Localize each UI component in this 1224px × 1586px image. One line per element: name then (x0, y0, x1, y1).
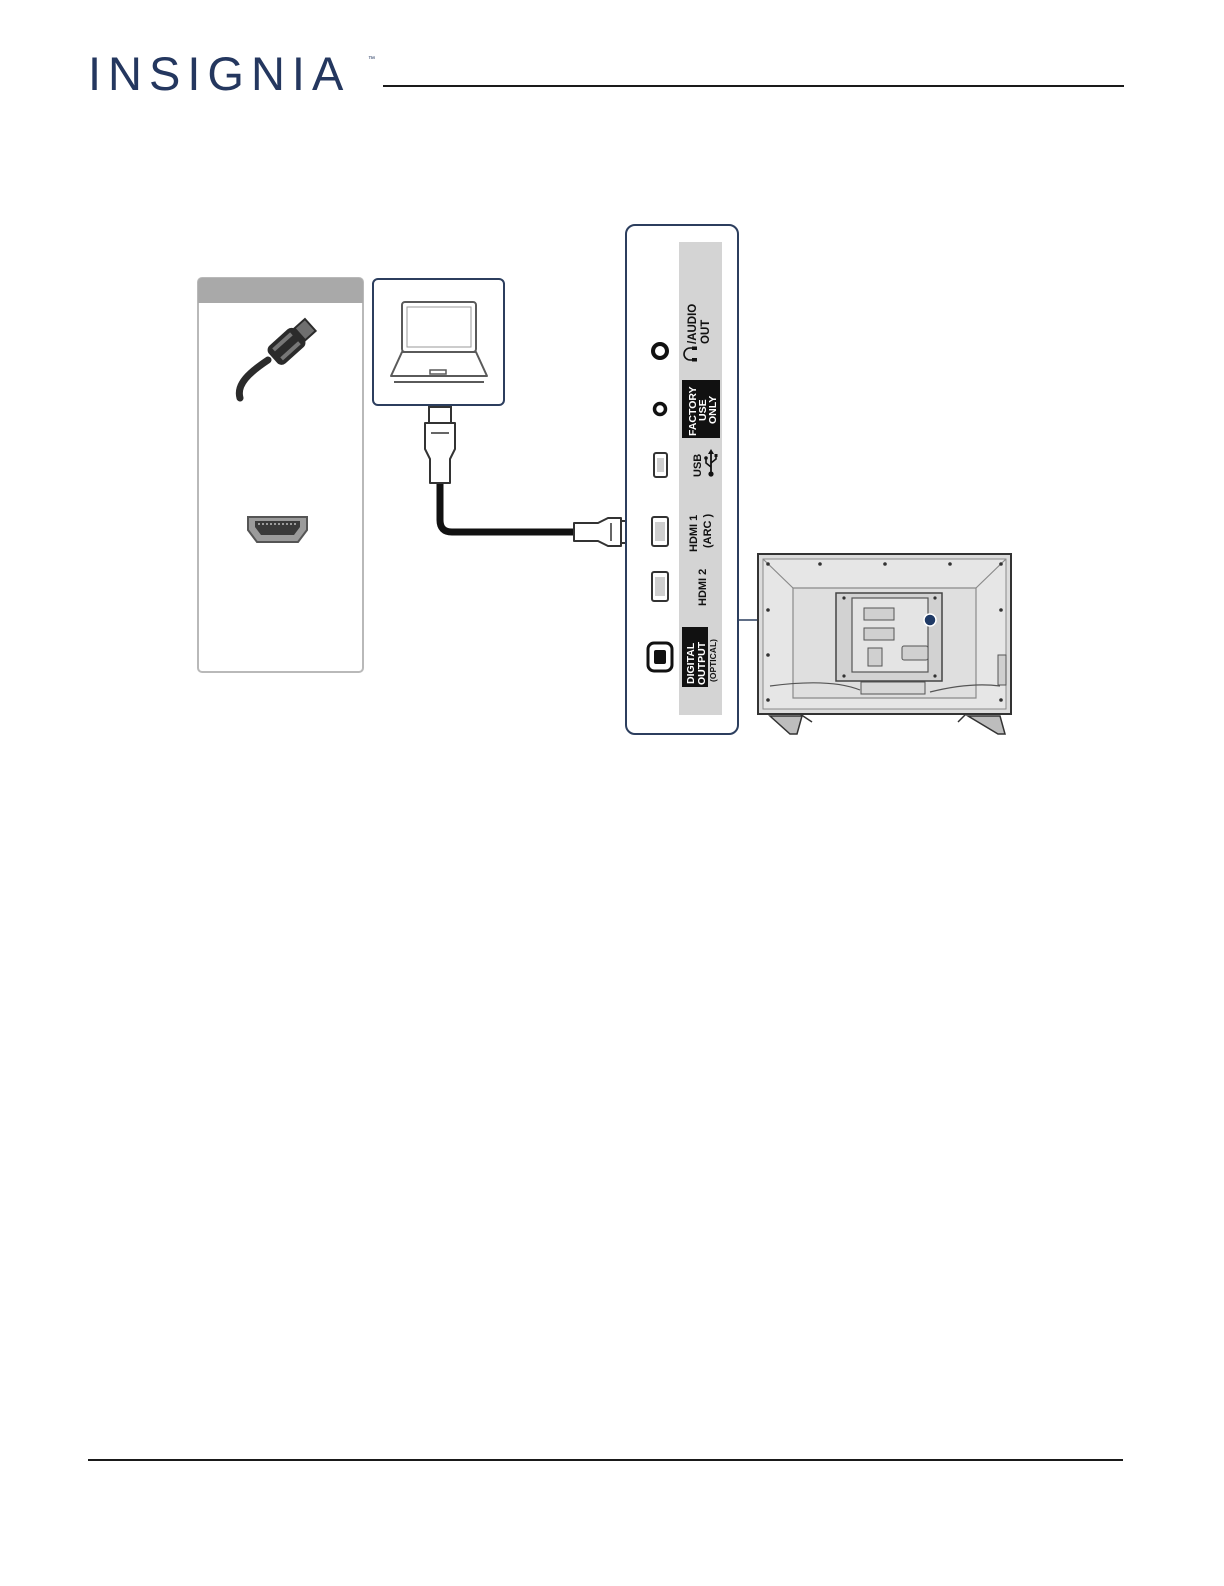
hdmi-port-icon (248, 517, 307, 542)
hdmi2-label-text: HDMI 2 (697, 569, 709, 606)
tv-port-panel: /AUDIO OUT FACTORY USE ONLY USB HDMI 1 (… (626, 225, 738, 734)
hdmi1-label-line2: (ARC ) (702, 513, 714, 548)
audio-out-jack (653, 344, 667, 358)
hdmi-plug-laptop-side (425, 407, 455, 483)
laptop-icon (391, 302, 487, 382)
audio-out-label-line2: OUT (700, 320, 712, 344)
hdmi2-label: HDMI 2 (697, 569, 709, 606)
hdmi1-port (652, 517, 668, 546)
factory-label-line3: ONLY (707, 396, 719, 424)
audio-out-label-line1: /AUDIO (687, 304, 699, 344)
factory-label: FACTORY USE ONLY (682, 380, 720, 438)
optical-label-line2: OUTPUT (696, 641, 708, 685)
hdmi-cable (425, 407, 638, 546)
factory-jack (655, 404, 666, 415)
tv-back-icon (758, 554, 1011, 734)
usb-label-text: USB (692, 454, 704, 477)
tv-stand-legs (770, 714, 1005, 734)
callout-dot (924, 614, 936, 626)
laptop-box (373, 279, 504, 405)
usb-port (654, 453, 667, 477)
hdmi1-label-line1: HDMI 1 (688, 515, 700, 552)
legend-panel (198, 278, 363, 672)
hdmi2-port (652, 572, 668, 601)
footer-rule (88, 1459, 1123, 1461)
optical-port (648, 643, 672, 671)
optical-label-line3: (OPTICAL) (708, 639, 718, 682)
